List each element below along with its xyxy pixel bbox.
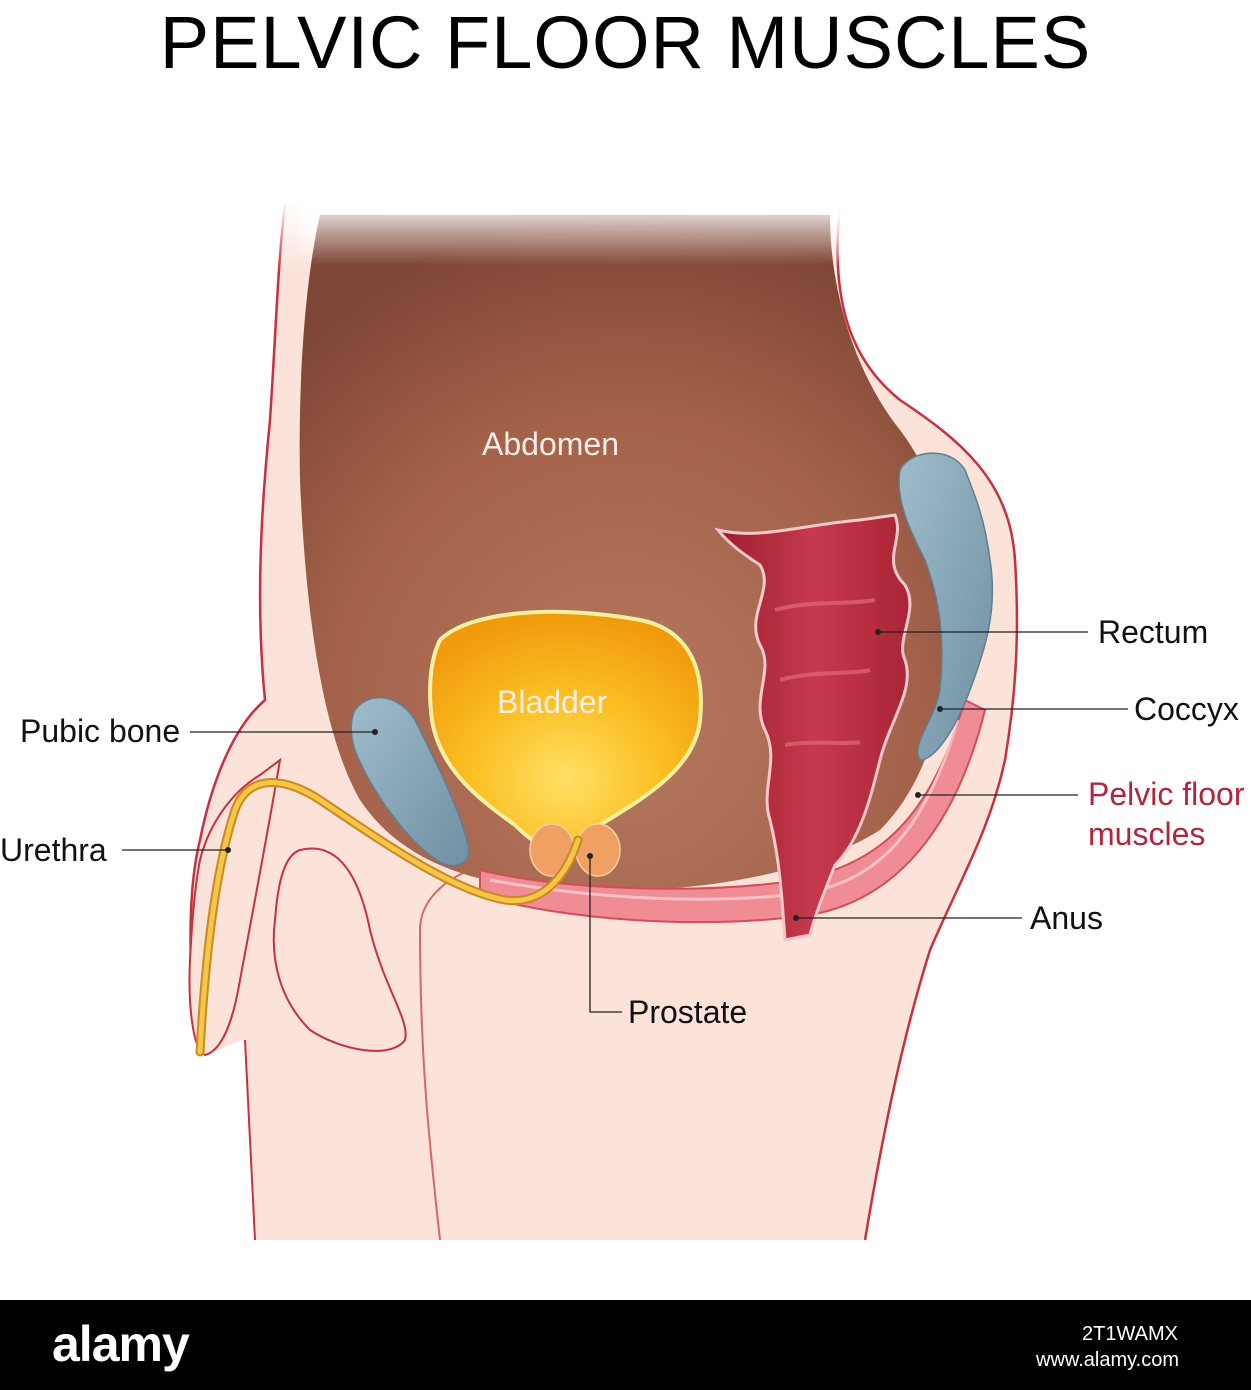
label-prostate: Prostate	[628, 994, 748, 1030]
label-bladder: Bladder	[497, 684, 608, 720]
label-pubic-bone: Pubic bone	[20, 713, 181, 749]
prostate-shape	[529, 823, 621, 877]
label-rectum: Rectum	[1098, 614, 1209, 650]
pubic-bone-shape	[350, 696, 470, 867]
footer-image-id: 2T1WAMX	[1082, 1323, 1178, 1345]
watermark-footer: alamy 2T1WAMX www.alamy.com	[0, 1300, 1251, 1390]
footer-url: www.alamy.com	[1036, 1349, 1179, 1371]
footer-logo: alamy	[52, 1316, 190, 1372]
label-anus: Anus	[1030, 900, 1103, 936]
label-pelvic-floor-line2: muscles	[1088, 816, 1206, 852]
page-title: PELVIC FLOOR MUSCLES	[159, 1, 1092, 84]
label-urethra: Urethra	[0, 832, 107, 868]
leader-dots	[225, 629, 943, 921]
leader-prostate	[589, 856, 622, 1013]
label-abdomen: Abdomen	[482, 426, 619, 462]
leader-lines	[122, 631, 1128, 1013]
label-coccyx: Coccyx	[1134, 691, 1239, 727]
rectum-shape	[714, 513, 912, 942]
label-pelvic-floor-line1: Pelvic floor	[1088, 776, 1245, 812]
pelvic-floor-muscle-shape	[479, 698, 987, 924]
coccyx-shape	[898, 452, 994, 761]
